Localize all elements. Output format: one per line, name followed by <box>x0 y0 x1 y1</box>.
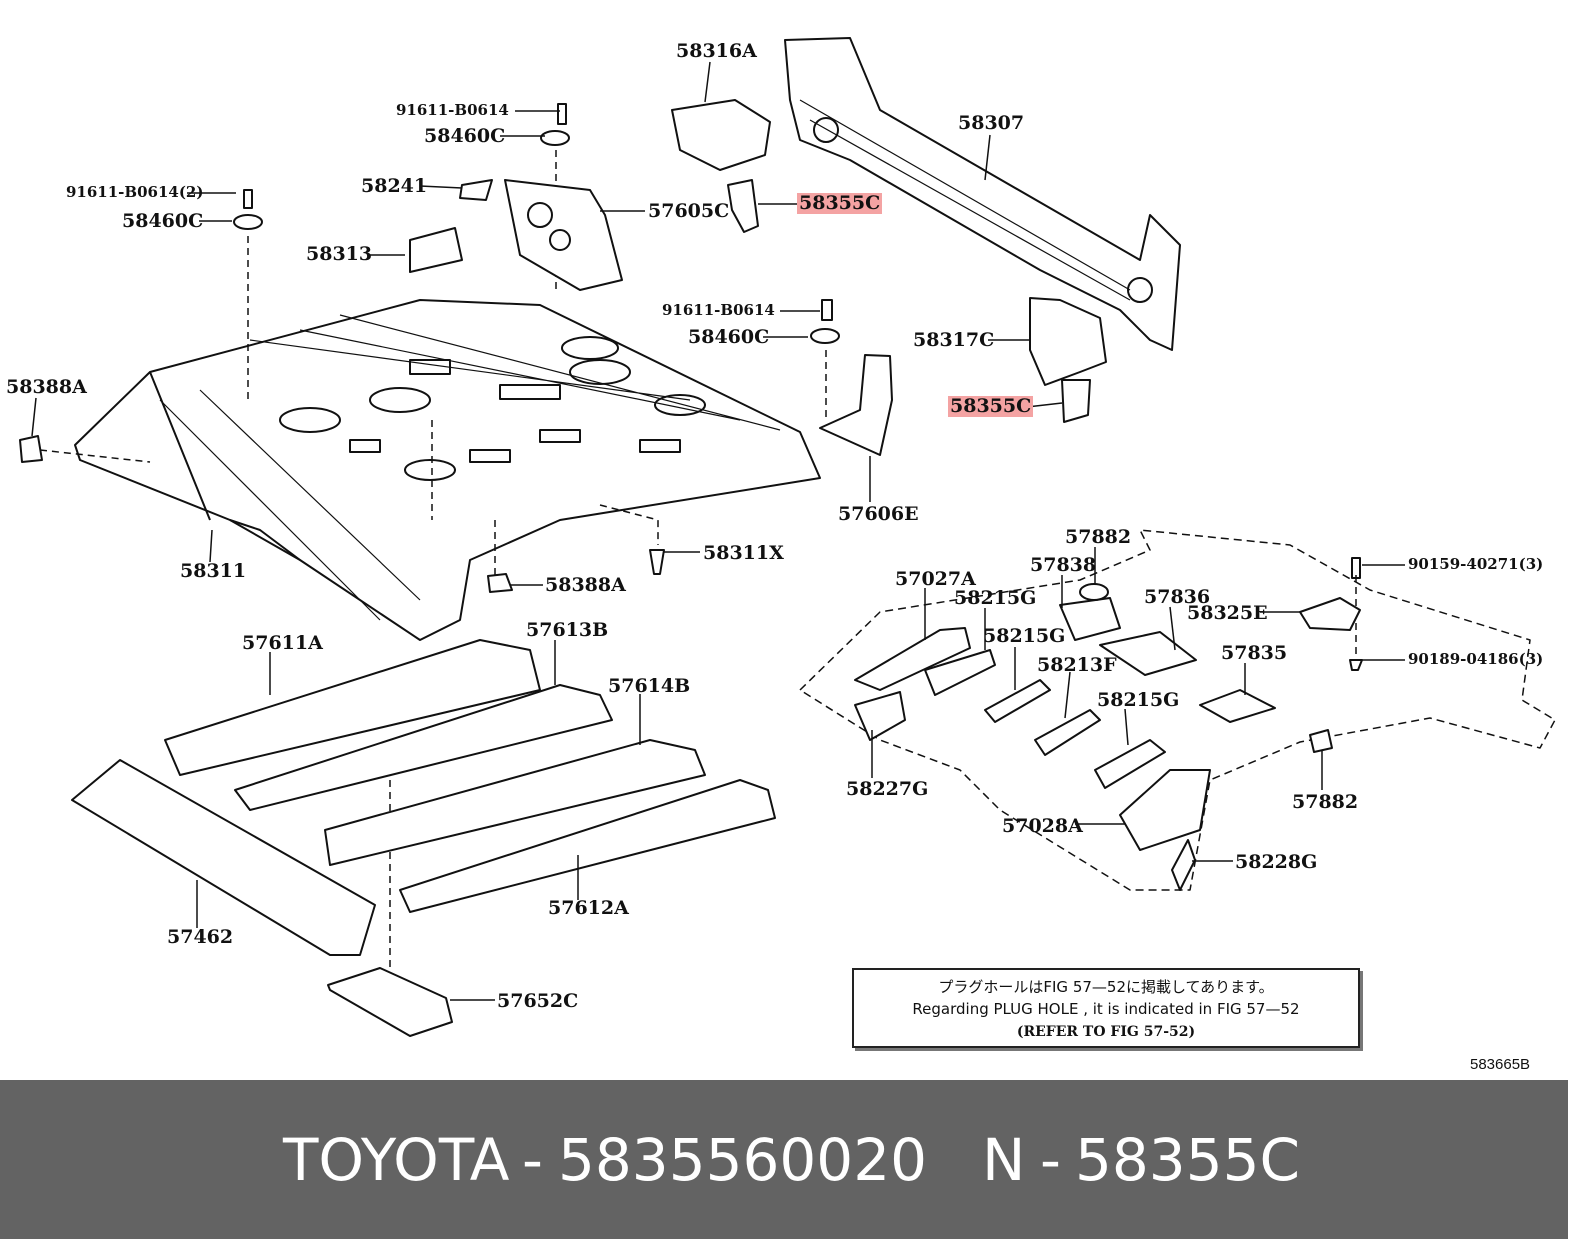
drawing-number: 583665B <box>1470 1056 1531 1073</box>
label-58311X: 58311X <box>703 542 784 564</box>
label-58307: 58307 <box>958 112 1025 134</box>
label-58388A: 58388A <box>545 574 626 596</box>
label-57613B: 57613B <box>526 619 609 641</box>
label-57882: 57882 <box>1292 791 1359 813</box>
label-90189-04186: 90189-04186(3) <box>1408 650 1544 668</box>
footer-bar: TOYOTA - 5835560020 N - 58355C <box>0 1080 1568 1239</box>
note-line-japanese: プラグホールはFIG 57—52に掲載してあります。 <box>938 978 1274 996</box>
footer-separator: - <box>1040 1126 1061 1194</box>
label-58215G: 58215G <box>954 587 1037 609</box>
label-91611-B0614: 91611-B0614 <box>662 301 775 319</box>
label-57027A: 57027A <box>895 568 976 590</box>
floor-pan-58311 <box>74 299 821 641</box>
footer-ref-prefix: N <box>982 1126 1026 1194</box>
parts-illustration <box>19 37 1556 1037</box>
footer-brand: TOYOTA <box>283 1126 510 1194</box>
footer-part-number: 5835560020 <box>558 1126 928 1194</box>
parts-diagram: 58316A 91611-B0614 58460C 58307 91611-B0… <box>6 37 1556 1073</box>
label-58355C-highlighted: 58355C <box>948 395 1034 417</box>
label-58213F: 58213F <box>1037 654 1117 676</box>
label-58325E: 58325E <box>1187 602 1268 624</box>
footer-ref-code: 58355C <box>1075 1126 1301 1194</box>
label-57462: 57462 <box>167 926 234 948</box>
label-58215G: 58215G <box>1097 689 1180 711</box>
label-57838: 57838 <box>1030 554 1097 576</box>
label-58355C-highlighted: 58355C <box>797 192 883 214</box>
label-57882: 57882 <box>1065 526 1132 548</box>
label-58311: 58311 <box>180 560 247 582</box>
label-58215G: 58215G <box>983 625 1066 647</box>
label-58227G: 58227G <box>846 778 929 800</box>
label-58460C: 58460C <box>122 210 204 232</box>
label-91611-B0614-2: 91611-B0614(2) <box>66 183 204 201</box>
label-58460C: 58460C <box>424 125 506 147</box>
label-58460C: 58460C <box>688 326 770 348</box>
label-58241: 58241 <box>361 175 428 197</box>
note-line-english: Regarding PLUG HOLE , it is indicated in… <box>912 1000 1300 1018</box>
label-57652C: 57652C <box>497 990 579 1012</box>
label-57611A: 57611A <box>242 632 323 654</box>
label-58388A: 58388A <box>6 376 87 398</box>
label-57836: 57836 <box>1144 586 1211 608</box>
label-57835: 57835 <box>1221 642 1288 664</box>
label-57605C: 57605C <box>648 200 730 222</box>
label-91611-B0614: 91611-B0614 <box>396 101 509 119</box>
label-57606E: 57606E <box>838 503 919 525</box>
label-57614B: 57614B <box>608 675 691 697</box>
plug-hole-note: プラグホールはFIG 57—52に掲載してあります。 Regarding PLU… <box>852 968 1360 1048</box>
label-58316A: 58316A <box>676 40 757 62</box>
label-90159-40271: 90159-40271(3) <box>1408 555 1544 573</box>
label-58313: 58313 <box>306 243 373 265</box>
label-57028A: 57028A <box>1002 815 1083 837</box>
label-58317C: 58317C <box>913 329 995 351</box>
note-line-refer: (REFER TO FIG 57-52) <box>1016 1024 1196 1040</box>
footer-separator: - <box>522 1126 543 1194</box>
label-58228G: 58228G <box>1235 851 1318 873</box>
label-57612A: 57612A <box>548 897 629 919</box>
